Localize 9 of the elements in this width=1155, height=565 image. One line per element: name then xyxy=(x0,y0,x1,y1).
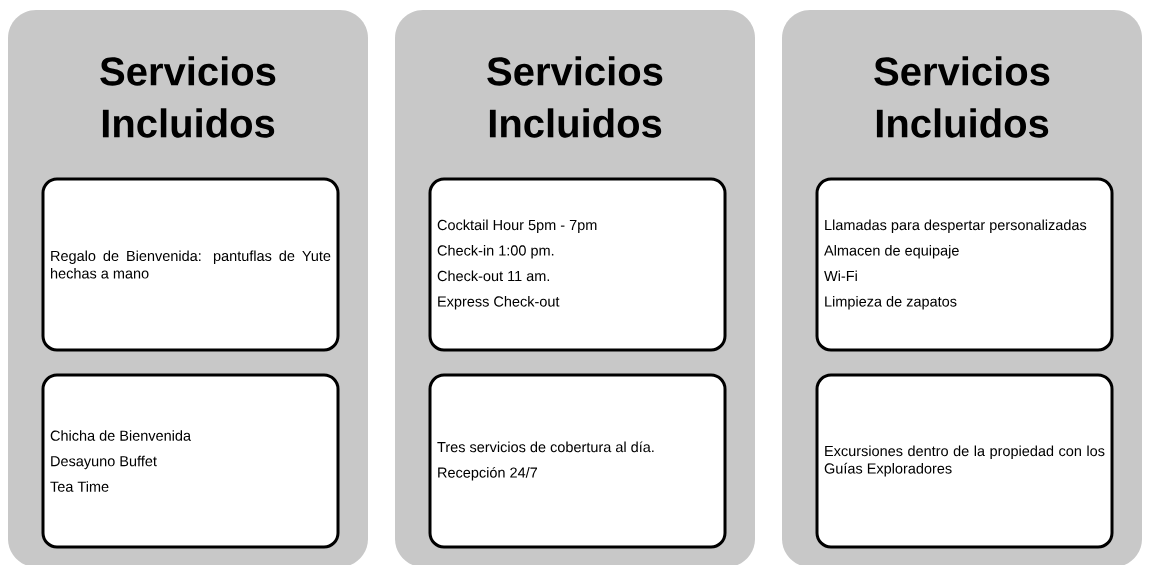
service-box: Cocktail Hour 5pm - 7pm Check-in 1:00 pm. Check-out 11 am. Express Check-out xyxy=(428,177,727,352)
service-box: Llamadas para despertar personalizadas Almacen de equipaje Wi-Fi Limpieza de zapatos xyxy=(815,177,1114,352)
service-box: Chicha de Bienvenida Desayuno Buffet Tea Time xyxy=(41,373,340,549)
heading: Servicios Incluidos xyxy=(487,56,663,138)
service-box: Excursiones dentro de la propiedad con los Guías Exploradores xyxy=(815,373,1114,549)
service-box: Tres servicios de cobertura al día. Recepción 24/7 xyxy=(428,373,727,549)
heading: Servicios Incluidos xyxy=(100,56,276,138)
heading: Servicios Incluidos xyxy=(874,56,1050,138)
service-box: Regalo de Bienvenida: pantuflas de Yute hechas a mano xyxy=(41,177,340,352)
